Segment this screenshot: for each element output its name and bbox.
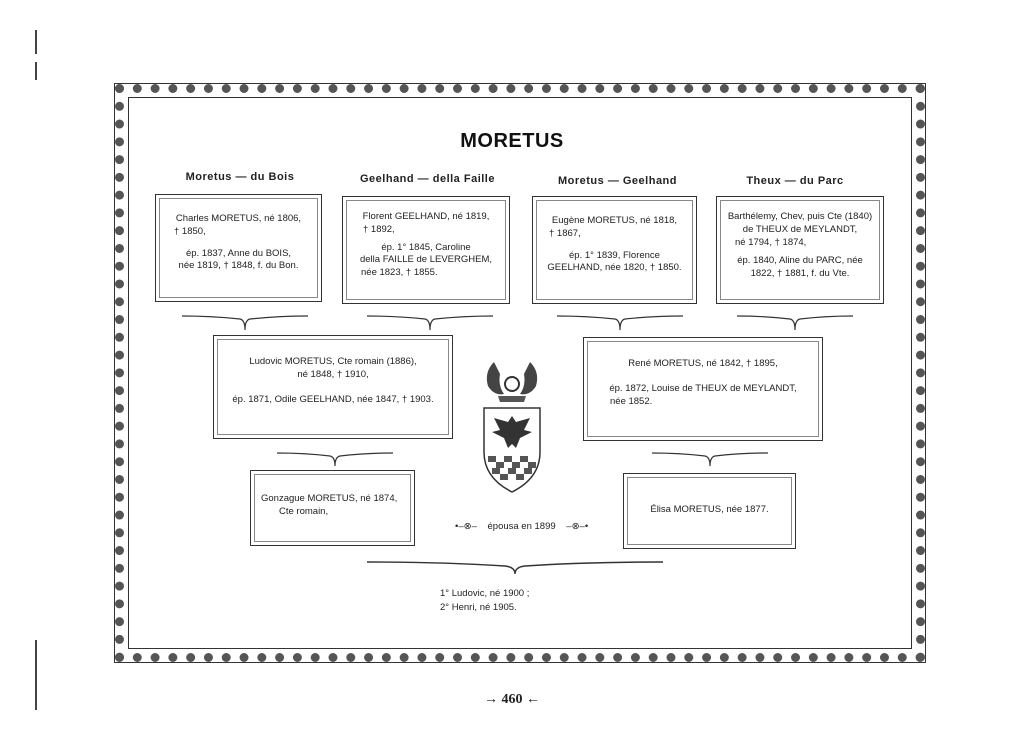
connector-brace (366, 315, 494, 331)
ancestor-3-line: † 1867, (549, 227, 581, 239)
gonzague-line: Gonzague MORETUS, né 1874, (261, 493, 398, 504)
ancestor-3-line: Eugène MORETUS, né 1818, (551, 215, 678, 226)
scan-margin-line (35, 62, 37, 80)
child-box-elisa: Élisa MORETUS, née 1877. (623, 473, 796, 549)
ancestor-2-line: Florent GEELHAND, né 1819, (362, 211, 490, 222)
column-heading-4: Theux — du Parc (746, 175, 844, 187)
ancestor-4-line: ép. 1840, Aline du PARC, née (737, 255, 863, 267)
connector-brace (181, 315, 309, 331)
parent-box-rene: René MORETUS, né 1842, † 1895, ép. 1872,… (583, 337, 823, 441)
marriage-ornament-right: –⊗–• (566, 521, 589, 532)
ancestor-4-line: 1822, † 1881, f. du Vte. (750, 268, 850, 280)
ludovic-line: Ludovic MORETUS, Cte romain (1886), (249, 356, 417, 367)
parent-box-ludovic: Ludovic MORETUS, Cte romain (1886), né 1… (213, 335, 453, 439)
children-list: 1° Ludovic, né 1900 ; 2° Henri, né 1905. (440, 587, 529, 615)
ancestor-2-line: della FAILLE de LEVERGHEM, (359, 254, 492, 266)
ancestor-box-3: Eugène MORETUS, né 1818, † 1867, ép. 1° … (532, 196, 697, 304)
coat-of-arms (483, 362, 541, 493)
page-number-ornament-left: → (484, 692, 502, 707)
children-brace (366, 561, 664, 575)
child-box-gonzague: Gonzague MORETUS, né 1874, Cte romain, (250, 470, 415, 546)
ancestor-2-line: ép. 1° 1845, Caroline (381, 241, 471, 253)
ancestor-3-line: ép. 1° 1839, Florence (569, 249, 660, 261)
ancestor-4-line: de THEUX de MEYLANDT, (742, 223, 858, 235)
marriage-ornament-left: •–⊗– (455, 521, 477, 532)
page-number-ornament-right: ← (522, 692, 540, 707)
ludovic-line: ép. 1871, Odile GEELHAND, née 1847, † 19… (232, 393, 434, 405)
page-title: MORETUS (460, 130, 564, 152)
rene-line: ép. 1872, Louise de THEUX de MEYLANDT, (609, 382, 797, 394)
connector-brace (736, 315, 854, 331)
ornamental-border (115, 84, 925, 662)
ancestor-1-line: ép. 1837, Anne du BOIS, (185, 247, 292, 259)
connector-brace (276, 452, 394, 467)
child-entry: 2° Henri, né 1905. (440, 601, 517, 613)
ancestor-box-1: Charles MORETUS, né 1806, † 1850, ép. 18… (155, 194, 322, 302)
child-entry: 1° Ludovic, né 1900 ; (440, 588, 530, 599)
rene-line: René MORETUS, né 1842, † 1895, (628, 358, 778, 369)
rene-line: née 1852. (610, 395, 653, 407)
column-heading-3: Moretus — Geelhand (557, 175, 678, 187)
elisa-line: Élisa MORETUS, née 1877. (650, 504, 769, 515)
gonzague-line: Cte romain, (279, 505, 329, 517)
page-number-value: 460 (501, 692, 523, 707)
ancestor-1-line: † 1850, (174, 225, 206, 237)
ancestor-box-4: Barthélemy, Chev, puis Cte (1840) de THE… (716, 196, 884, 304)
ancestor-1-line: née 1819, † 1848, f. du Bon. (178, 260, 299, 272)
inner-border (128, 97, 912, 649)
ancestor-4-line: né 1794, † 1874, (735, 236, 807, 248)
page-number: → 460 ← (0, 692, 1024, 708)
ancestor-2-line: † 1892, (363, 223, 395, 235)
ancestor-2-line: née 1823, † 1855. (361, 267, 438, 279)
marriage-connector: •–⊗– épousa en 1899 –⊗–• (455, 521, 588, 532)
connector-brace (556, 315, 684, 331)
ludovic-line: né 1848, † 1910, (297, 368, 369, 380)
column-heading-2: Geelhand — della Faille (360, 173, 495, 185)
ancestor-1-line: Charles MORETUS, né 1806, (175, 213, 302, 224)
scan-margin-line (35, 30, 37, 54)
ancestor-4-line: Barthélemy, Chev, puis Cte (1840) (727, 211, 873, 222)
ancestor-3-line: GEELHAND, née 1820, † 1850. (547, 262, 682, 274)
column-heading-1: Moretus — du Bois (185, 171, 295, 183)
marriage-text: épousa en 1899 (487, 521, 556, 532)
connector-brace (651, 452, 769, 467)
ancestor-box-2: Florent GEELHAND, né 1819, † 1892, ép. 1… (342, 196, 510, 304)
scan-margin-line (35, 640, 37, 710)
